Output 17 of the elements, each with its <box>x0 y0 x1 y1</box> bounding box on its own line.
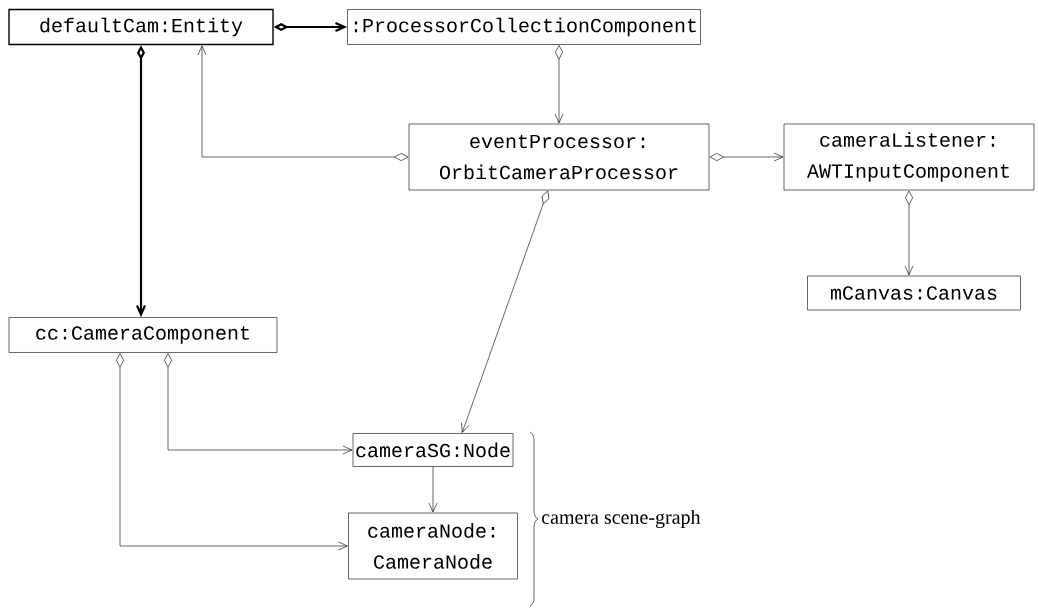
object-box: mCanvas:Canvas <box>807 275 1021 311</box>
object-box: eventProcessor: OrbitCameraProcessor <box>408 123 710 191</box>
aggregation-arrow <box>461 190 550 433</box>
arrow <box>428 466 438 513</box>
group-label: camera scene-graph <box>542 509 701 529</box>
aggregation-arrow <box>197 45 409 161</box>
object-box: cameraListener: AWTInputComponent <box>783 123 1035 191</box>
aggregation-arrow <box>904 190 914 276</box>
object-box: cameraNode: CameraNode <box>348 512 518 580</box>
aggregation-arrow <box>164 353 353 455</box>
aggregation-arrow <box>709 152 784 162</box>
aggregation-arrow <box>116 353 348 551</box>
object-box: cc:CameraComponent <box>8 317 278 353</box>
aggregation-arrow <box>554 45 564 124</box>
object-box: defaultCam:Entity <box>8 8 274 46</box>
object-box: :ProcessorCollectionComponent <box>347 9 701 45</box>
object-box: cameraSG:Node <box>352 433 514 467</box>
